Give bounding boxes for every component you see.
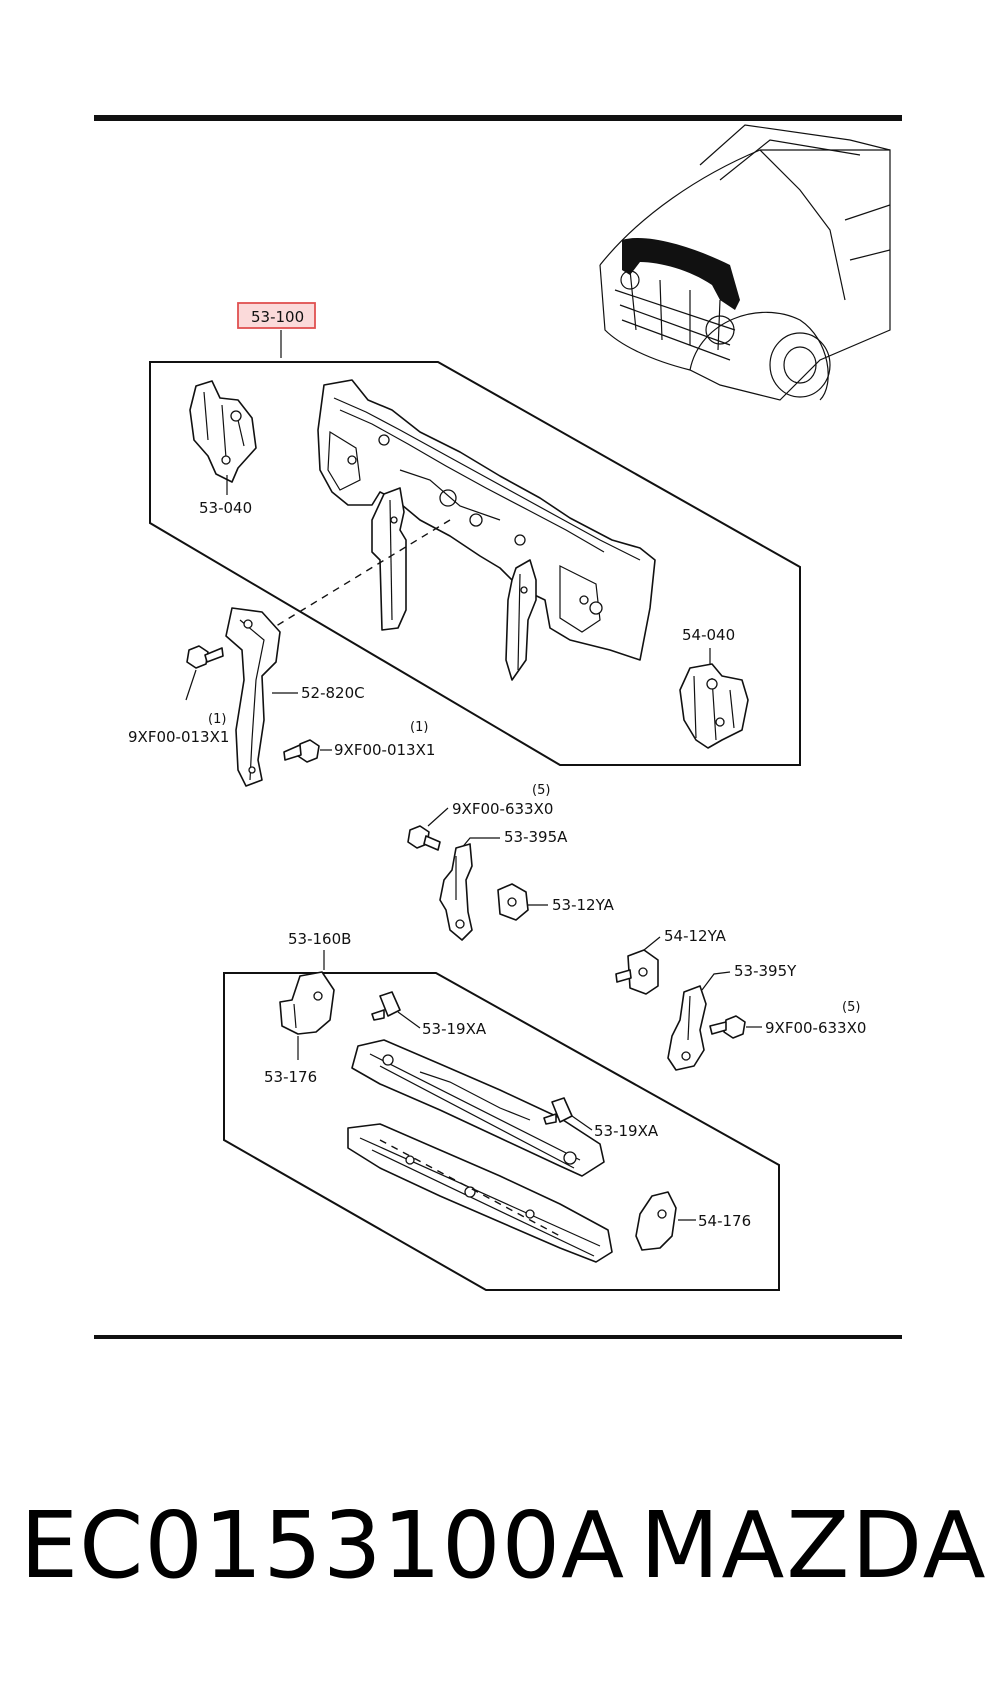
center-stay-left	[371, 487, 407, 631]
label-53-176: 53-176	[264, 1068, 317, 1086]
qty-bolt-d: (5)	[842, 1000, 860, 1015]
label-54-12YA: 54-12YA	[664, 927, 727, 945]
part-number-caption: EC0153100A	[20, 1492, 626, 1599]
label-bolt-a: 9XF00-013X1	[128, 728, 229, 746]
bolt-c-icon	[407, 825, 441, 851]
bracket-53-176	[279, 971, 335, 1035]
bolt-right-icon	[283, 739, 320, 763]
label-53-12YA: 53-12YA	[552, 896, 615, 914]
clip-53-12YA	[497, 883, 529, 921]
label-53-395A: 53-395A	[504, 828, 568, 846]
lower-upper-member	[351, 1039, 605, 1177]
bracket-54-176	[635, 1191, 677, 1251]
label-bolt-b: 9XF00-013X1	[334, 741, 435, 759]
stay-53-395A	[439, 843, 473, 941]
highlight-box	[237, 302, 316, 329]
label-54-176: 54-176	[698, 1212, 751, 1230]
lower-assembly-frame	[223, 972, 780, 1291]
label-52-820C: 52-820C	[301, 684, 365, 702]
side-brace-52-820C	[225, 607, 281, 787]
label-53-395Y: 53-395Y	[734, 962, 797, 980]
label-53-040: 53-040	[199, 499, 252, 517]
vehicle-locator-icon	[599, 124, 891, 401]
label-53-160B: 53-160B	[288, 930, 351, 948]
bracket-54-040	[679, 663, 749, 749]
center-stay-right	[505, 559, 537, 681]
label-53-19XA-upper: 53-19XA	[422, 1020, 487, 1038]
label-54-040: 54-040	[682, 626, 735, 644]
qty-bolt-c: (5)	[532, 783, 550, 798]
nut-53-19XA-upper-icon	[371, 991, 401, 1021]
lower-lower-member	[347, 1123, 613, 1263]
brand-caption: MAZDA	[640, 1492, 988, 1599]
label-bolt-d: 9XF00-633X0	[765, 1019, 866, 1037]
qty-bolt-a: (1)	[208, 712, 226, 727]
clip-54-12YA	[615, 949, 659, 995]
bolt-d-icon	[709, 1015, 746, 1039]
label-53-19XA-lower: 53-19XA	[594, 1122, 659, 1140]
upper-assembly-frame	[149, 361, 801, 766]
radiator-support-panel	[317, 379, 656, 661]
bracket-53-040	[189, 380, 257, 483]
qty-bolt-b: (1)	[410, 720, 428, 735]
bolt-left-icon	[186, 645, 224, 669]
label-bolt-c: 9XF00-633X0	[452, 800, 553, 818]
stay-53-395Y	[667, 985, 707, 1071]
label-53-100: 53-100	[251, 308, 304, 326]
